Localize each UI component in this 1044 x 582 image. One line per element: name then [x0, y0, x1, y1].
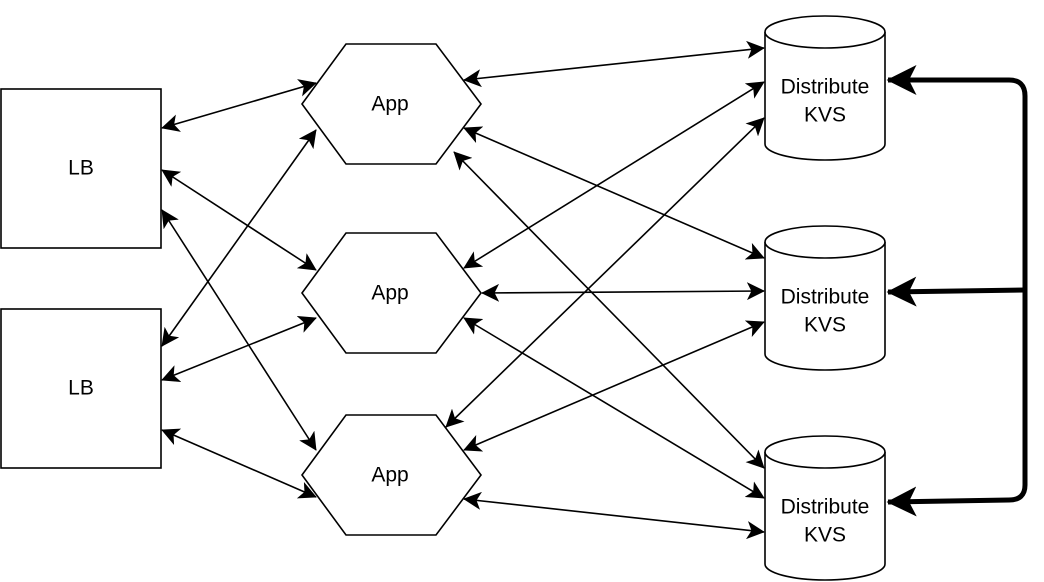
kvs-node-1[interactable]: Distribute KVS: [764, 15, 886, 161]
connector-lb1-app2: [161, 169, 317, 271]
lb-label: LB: [68, 377, 94, 400]
connector-lb2-app3: [161, 428, 317, 499]
kvs-label-line2: KVS: [804, 314, 846, 337]
replication-connector-kvs2: [886, 276, 1026, 307]
connector-app3-kvs3: [463, 491, 765, 540]
kvs-label-line1: Distribute: [781, 286, 870, 309]
lb-node-2[interactable]: LB: [0, 308, 162, 469]
app-label: App: [371, 464, 408, 487]
connector-app2-kvs1: [463, 81, 765, 269]
app-node-2[interactable]: App: [301, 232, 482, 354]
replication-bus: [886, 65, 1028, 517]
connector-app1-kvs1: [463, 40, 765, 88]
connector-lb2-app1: [161, 129, 317, 347]
app-label: App: [371, 93, 408, 116]
replication-connector-kvs3: [886, 290, 1028, 517]
kvs-label-line2: KVS: [804, 524, 846, 547]
lb-label: LB: [68, 157, 94, 180]
connector-lb1-app1: [161, 79, 317, 132]
kvs-label-line1: Distribute: [781, 496, 870, 519]
app-label: App: [371, 282, 408, 305]
app-node-1[interactable]: App: [301, 43, 482, 165]
app-node-3[interactable]: App: [301, 414, 482, 536]
connector-lb1-app3: [161, 209, 317, 451]
connector-app2-kvs2: [481, 282, 765, 302]
connector-app3-kvs2: [463, 320, 765, 452]
kvs-label-line2: KVS: [804, 104, 846, 127]
connector-app2-kvs3: [463, 317, 765, 499]
replication-connector-kvs1: [886, 65, 1028, 290]
connector-app1-kvs3: [453, 151, 765, 469]
kvs-node-2[interactable]: Distribute KVS: [764, 225, 886, 371]
kvs-node-3[interactable]: Distribute KVS: [764, 435, 886, 581]
lb-node-1[interactable]: LB: [0, 88, 162, 249]
connectors: [161, 40, 765, 540]
connector-app1-kvs2: [463, 126, 765, 260]
kvs-label-line1: Distribute: [781, 76, 870, 99]
connector-app3-kvs1: [445, 117, 765, 428]
connector-lb2-app2: [161, 316, 317, 382]
